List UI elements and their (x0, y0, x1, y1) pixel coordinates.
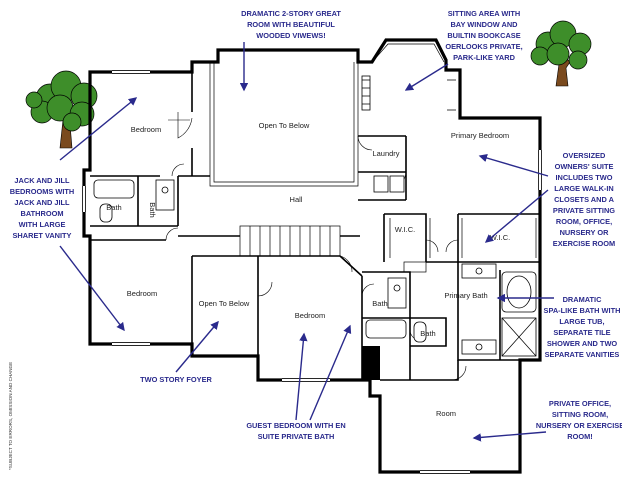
note-great-room-line-1: DRAMATIC 2-STORY GREAT (241, 9, 341, 18)
note-jack-jill: JACK AND JILL BEDROOMS WITH JACK AND JIL… (10, 176, 74, 240)
label-hall: Hall (290, 195, 303, 204)
label-wic-1: W.I.C. (395, 225, 415, 234)
note-owners-line-7: ROOM, OFFICE, (556, 217, 612, 226)
windows (82, 70, 542, 474)
arrow-owners-bedroom (478, 153, 549, 177)
label-open-to-below-foyer: Open To Below (199, 299, 250, 308)
note-jj-line-4: BATHROOM (21, 209, 64, 218)
note-sitting-line-2: BAY WINDOW AND (450, 20, 518, 29)
note-spa-line-4: SEPARATE TILE (553, 328, 610, 337)
arrow-private-office (472, 431, 547, 442)
label-primary-bedroom: Primary Bedroom (451, 131, 509, 140)
label-primary-bath: Primary Bath (444, 291, 487, 300)
note-jj-line-3: JACK AND JILL (14, 198, 70, 207)
note-foyer: TWO STORY FOYER (140, 375, 212, 384)
bay-window (373, 43, 445, 63)
note-spa-bath: DRAMATIC SPA-LIKE BATH WITH LARGE TUB, S… (544, 295, 621, 359)
fixtures (93, 75, 537, 380)
label-bath-left-a: Bath (106, 203, 121, 212)
note-jj-line-1: JACK AND JILL (14, 176, 70, 185)
note-owners-line-2: OWNERS' SUITE (555, 162, 614, 171)
note-spa-line-5: SHOWER AND TWO (547, 339, 618, 348)
annotation-arrows (59, 42, 554, 442)
note-guest-bedroom: GUEST BEDROOM WITH EN SUITE PRIVATE BATH (246, 421, 345, 441)
note-owners-line-1: OVERSIZED (563, 151, 606, 160)
note-foyer-line-1: TWO STORY FOYER (140, 375, 212, 384)
note-owners-line-6: PRIVATE SITTING (553, 206, 615, 215)
note-guest-line-2: SUITE PRIVATE BATH (258, 432, 335, 441)
note-sitting-line-1: SITTING AREA WITH (448, 9, 521, 18)
note-jj-line-6: SHARET VANITY (13, 231, 72, 240)
label-bath-center-a: Bath (372, 299, 387, 308)
arrow-foyer (175, 320, 219, 373)
label-room-se: Room (436, 409, 456, 418)
note-office-line-4: ROOM! (567, 432, 592, 441)
note-spa-line-3: LARGE TUB, (559, 317, 604, 326)
note-jj-line-2: BEDROOMS WITH (10, 187, 74, 196)
note-office-line-1: PRIVATE OFFICE, (549, 399, 611, 408)
note-great-room-line-2: ROOM WITH BEAUTIFUL (247, 20, 335, 29)
label-laundry: Laundry (372, 149, 399, 158)
note-spa-line-2: SPA-LIKE BATH WITH (544, 306, 621, 315)
arrow-jj-bedroom-nw (59, 97, 138, 161)
note-owners-suite: OVERSIZED OWNERS' SUITE INCLUDES TWO LAR… (553, 151, 616, 248)
tree-icon-left (25, 70, 98, 149)
label-bedroom-sw: Bedroom (127, 289, 157, 298)
note-office-line-3: NURSERY OR EXERCISE (536, 421, 622, 430)
note-owners-line-8: NURSERY OR (560, 228, 610, 237)
note-office-line-2: SITTING ROOM, (552, 410, 608, 419)
label-open-to-below-top: Open To Below (259, 121, 310, 130)
room-labels: Bedroom Open To Below Primary Bedroom La… (106, 121, 510, 418)
label-wic-2: W.I.C. (490, 233, 510, 242)
note-great-room-line-3: WOODED VIWEWS! (256, 31, 325, 40)
note-great-room: DRAMATIC 2-STORY GREAT ROOM WITH BEAUTIF… (241, 9, 341, 40)
arrow-owners-wic (484, 189, 549, 243)
note-owners-line-9: EXERCISE ROOM (553, 239, 615, 248)
note-spa-line-6: SEPARATE VANITIES (545, 350, 620, 359)
note-guest-line-1: GUEST BEDROOM WITH EN (246, 421, 345, 430)
note-sitting-line-4: OERLOOKS PRIVATE, (445, 42, 522, 51)
label-bath-center-b: Bath (420, 329, 435, 338)
note-private-office: PRIVATE OFFICE, SITTING ROOM, NURSERY OR… (536, 399, 622, 441)
note-sitting-line-3: BUILTIN BOOKCASE (447, 31, 520, 40)
tree-icon-right (530, 20, 592, 87)
note-sitting-line-5: PARK-LIKE YARD (453, 53, 516, 62)
label-bedroom-center: Bedroom (295, 311, 325, 320)
interior-walls (90, 62, 540, 381)
note-owners-line-4: LARGE WALK-IN (554, 184, 614, 193)
label-bedroom-nw: Bedroom (131, 125, 161, 134)
note-owners-line-3: INCLUDES TWO (555, 173, 612, 182)
note-jj-line-5: WITH LARGE (19, 220, 66, 229)
note-spa-line-1: DRAMATIC (563, 295, 603, 304)
label-bath-left-b: Bath (148, 202, 157, 217)
disclaimer-text: *SUBJECT TO ERRORS, OMISSION AND CHANGE (8, 362, 13, 470)
arrow-jj-bedroom-sw (59, 245, 125, 332)
arrow-sitting-area (404, 63, 449, 91)
arrow-guest-bath (309, 324, 352, 421)
note-sitting-area: SITTING AREA WITH BAY WINDOW AND BUILTIN… (445, 9, 522, 62)
note-owners-line-5: CLOSETS AND A (554, 195, 614, 204)
arrow-guest-bedroom (295, 332, 308, 421)
